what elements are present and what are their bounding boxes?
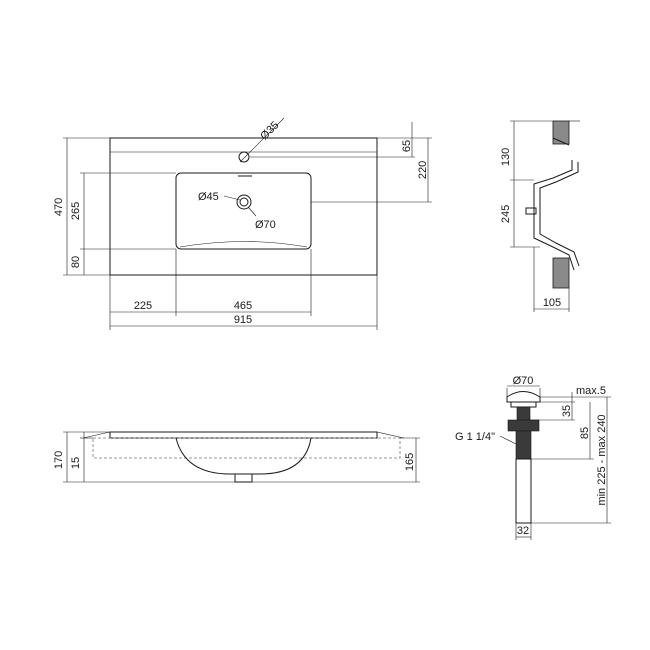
drain-thread: [515, 430, 532, 460]
drain-flange: [510, 401, 537, 408]
drain-body-top: [516, 406, 531, 421]
section-drain: [525, 207, 537, 215]
drain-nut: [507, 419, 540, 432]
label-bowl-depth: 265: [70, 202, 82, 220]
section-profile-inner: [539, 162, 580, 267]
label-body-height: 165: [404, 453, 416, 471]
label-bowl-width: 465: [234, 300, 252, 312]
label-drain-hole: Ø45: [198, 191, 219, 203]
bowl-front-curve: [179, 241, 308, 248]
top-view: 470 265 80 65 220 Ø35 Ø45 Ø70 225 465 91…: [53, 117, 432, 330]
drain-outer-leader: [247, 206, 257, 217]
drain-inner-circle: [239, 197, 249, 207]
label-cap-height: 35: [561, 405, 573, 417]
label-drain-outer: Ø70: [255, 219, 276, 231]
drain-inner-leader: [223, 195, 241, 201]
tap-hole: [238, 151, 250, 163]
drain-pipe: [515, 458, 532, 524]
drain-cap: [506, 391, 541, 403]
label-bowl-height: 245: [500, 205, 512, 223]
label-left-offset: 225: [134, 300, 152, 312]
front-view: 170 15 165: [53, 431, 420, 483]
section-top-block: [552, 120, 570, 145]
front-slab: [109, 431, 378, 439]
label-total-length: min 225 - max 240: [596, 414, 608, 505]
label-tap-hole: Ø35: [258, 119, 281, 142]
label-overall-height: 170: [53, 451, 65, 469]
label-front-edge: 80: [70, 256, 82, 268]
label-cap-diameter: Ø70: [513, 375, 534, 387]
basin-outline: [109, 137, 378, 276]
label-overall-width: 915: [234, 314, 252, 326]
label-depth: 105: [543, 297, 561, 309]
label-top-height: 130: [500, 148, 512, 166]
label-tap-offset: 65: [401, 140, 413, 152]
label-cap-rise: max.5: [576, 385, 606, 397]
label-thread: G 1 1/4": [455, 431, 495, 443]
tap-hole-leader: [239, 117, 285, 163]
label-overall-depth: 470: [53, 198, 65, 216]
front-cabinet-outline: [92, 437, 401, 459]
section-profile-outer: [533, 160, 575, 271]
drain-outer-circle: [236, 194, 252, 210]
front-drain: [234, 473, 253, 483]
section-overflow: [552, 137, 570, 146]
front-bowl: [175, 437, 312, 475]
label-body-length: 85: [579, 427, 591, 439]
side-section: 130 245 105: [500, 120, 580, 312]
label-pipe-diameter: 32: [517, 525, 529, 537]
label-slab-thickness: 15: [70, 457, 82, 469]
section-bottom-block: [552, 257, 570, 289]
label-bowl-back: 220: [417, 161, 429, 179]
bowl-outline: [175, 172, 312, 250]
drain-detail: Ø70 max.5 35 85 min 225 - max 240 G 1 1/…: [455, 375, 611, 540]
thread-leader: [499, 435, 517, 445]
